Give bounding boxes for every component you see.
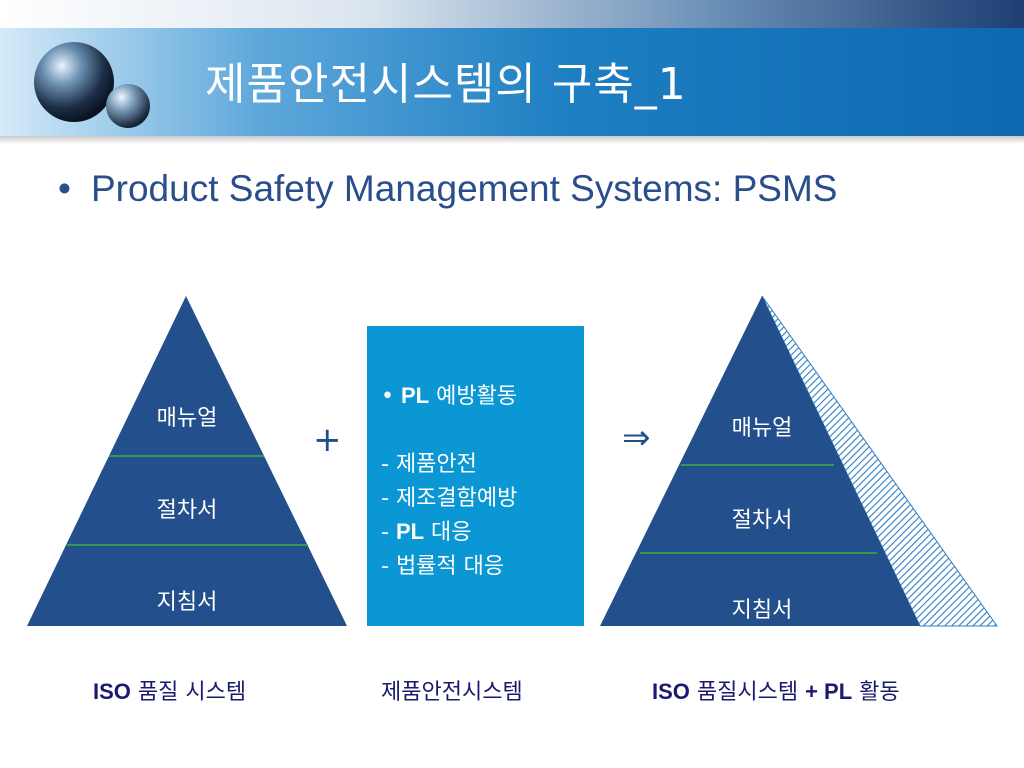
bullet-text: Product Safety Management Systems: PSMS [90, 168, 838, 209]
left-pyramid-layer-manual: 매뉴얼 [156, 406, 218, 431]
plus-operator: + [313, 420, 342, 460]
right-pyramid-layer-guideline: 지침서 [731, 598, 793, 623]
implies-arrow-icon: ⇒ [622, 418, 651, 458]
title-bar-shadow [0, 136, 1024, 144]
caption-iso-plus-pl: ISO 품질시스템 + PL 활동 [652, 679, 900, 705]
right-pyramid [600, 296, 920, 626]
bullet-dot: • [58, 168, 71, 209]
right-pyramid-layer-manual: 매뉴얼 [731, 416, 793, 441]
globe-logo-icon [34, 42, 150, 128]
caption-product-safety-system: 제품안전시스템 [381, 680, 523, 705]
box-line-defect-prevention: - 제조결함예방 [381, 486, 518, 511]
box-line-legal-response: - 법률적 대응 [381, 554, 505, 579]
box-line-product-safety: - 제품안전 [381, 452, 477, 477]
bullet-item: • Product Safety Management Systems: PSMS [58, 168, 837, 210]
title-bar [0, 28, 1024, 136]
left-pyramid-layer-procedure: 절차서 [156, 498, 218, 523]
left-pyramid [27, 296, 347, 626]
caption-iso-quality-system: ISO 품질 시스템 [93, 679, 247, 705]
slide-title: 제품안전시스템의 구축_1 [205, 59, 687, 110]
right-pyramid-layer-procedure: 절차서 [731, 508, 793, 533]
box-line-pl-prevention: • PL 예방활동 [381, 383, 518, 409]
left-pyramid-layer-guideline: 지침서 [156, 590, 218, 615]
top-strip [0, 0, 1024, 28]
box-line-pl-response: - PL 대응 [381, 519, 472, 545]
pl-activities-box: • PL 예방활동 - 제품안전 - 제조결함예방 - PL 대응 - 법률적 … [367, 326, 584, 626]
